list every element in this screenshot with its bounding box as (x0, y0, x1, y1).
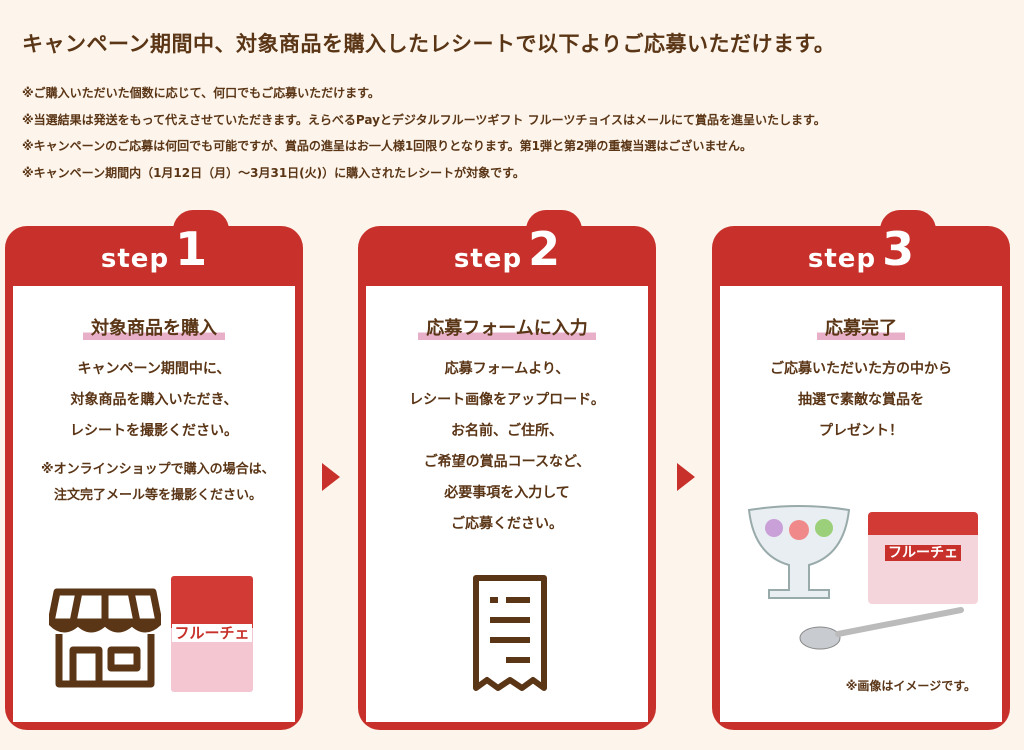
spoon-image (799, 607, 964, 650)
step-note: ※オンラインショップで購入の場合は、注文完了メール等を撮影ください。 (41, 462, 275, 503)
note: ※当選結果は発送をもって代えさせていただきます。えらべるPayとデジタルフルーツ… (22, 112, 826, 127)
parfait-glass-image (747, 505, 851, 599)
notes: ※ご購入いただいた個数に応じて、何口でもご応募いただけます。 ※当選結果は発送を… (22, 80, 826, 186)
tote-bag-image: フルーチェ (868, 512, 978, 604)
step-text: 抽選で素敵な賞品を (798, 392, 924, 408)
step-number: 1 (175, 222, 208, 276)
step-text: キャンペーン期間中に、 (77, 361, 231, 377)
step-text: ご応募ください。 (451, 516, 563, 532)
step-text: レシート画像をアップロード。 (409, 392, 605, 408)
step-text: プレゼント！ (819, 423, 903, 439)
step-number: 2 (528, 222, 561, 276)
page-title: キャンペーン期間中、対象商品を購入したレシートで以下よりご応募いただけます。 (22, 32, 836, 56)
step-heading: 応募完了 (817, 314, 905, 340)
step-text: 応募フォームより、 (444, 361, 570, 377)
step-text: 対象商品を購入いただき、 (70, 392, 238, 408)
step-label: step (807, 244, 877, 274)
step-label: step (453, 244, 523, 274)
note: ※ご購入いただいた個数に応じて、何口でもご応募いただけます。 (22, 86, 380, 100)
step-heading: 応募フォームに入力 (418, 314, 596, 340)
note: ※キャンペーン期間内（1月12日（月）～3月31日(火)）に購入されたレシートが… (22, 165, 525, 180)
step-text: レシートを撮影ください。 (70, 423, 238, 439)
receipt-icon (473, 575, 547, 691)
arrow-icon (677, 463, 695, 491)
arrow-icon (322, 463, 340, 491)
product-name: フルーチェ (172, 624, 252, 642)
prize-name: フルーチェ (885, 545, 961, 561)
step-text: ご応募いただいた方の中から (770, 361, 952, 377)
step-text: ご希望の賞品コースなど、 (423, 454, 591, 470)
note: ※キャンペーンのご応募は何回でも可能ですが、賞品の進呈はお一人様1回限りとなりま… (22, 139, 752, 153)
step-text: お名前、ご住所、 (451, 423, 563, 439)
step-heading: 対象商品を購入 (83, 314, 225, 340)
step-number: 3 (882, 222, 915, 276)
step-label: step (100, 244, 170, 274)
step-text: 必要事項を入力して (444, 485, 570, 501)
shop-icon (49, 588, 161, 688)
product-image: フルーチェ (171, 576, 253, 692)
image-caption: ※画像はイメージです。 (845, 679, 976, 693)
